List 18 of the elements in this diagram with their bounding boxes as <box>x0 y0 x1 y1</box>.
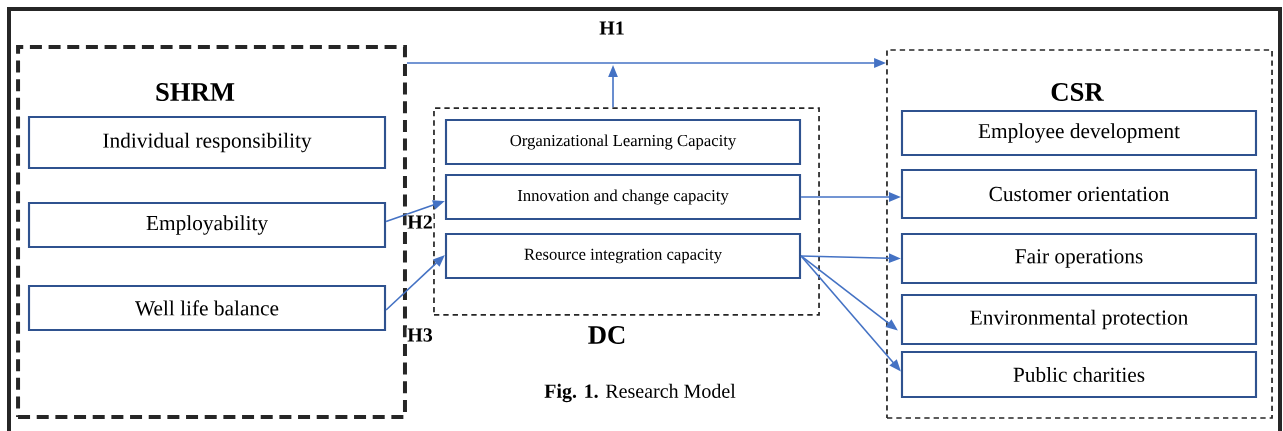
group-heading: SHRM <box>156 83 235 101</box>
text-box: Resource integration capacity <box>444 232 802 280</box>
text-box: Environmental protection <box>900 293 1258 346</box>
text-box: Employee development <box>900 109 1258 157</box>
group-heading: CSR <box>1051 83 1104 101</box>
text-box: Customer orientation <box>900 168 1258 220</box>
text-box: Well life balance <box>27 284 387 332</box>
text-box: Public charities <box>900 350 1258 399</box>
edge-label: H1 <box>598 20 626 36</box>
text-box: Fair operations <box>900 232 1258 285</box>
text-box: Innovation and change capacity <box>444 173 802 221</box>
group-heading: DC <box>588 326 625 344</box>
edge-label: H3 <box>406 327 434 343</box>
text-box: Organizational Learning Capacity <box>444 118 802 166</box>
text-box: Employability <box>27 201 387 249</box>
edge-label: H2 <box>406 214 434 230</box>
text-box: Individual responsibility <box>27 115 387 170</box>
caption: Fig. 1. Research Model <box>544 383 736 403</box>
